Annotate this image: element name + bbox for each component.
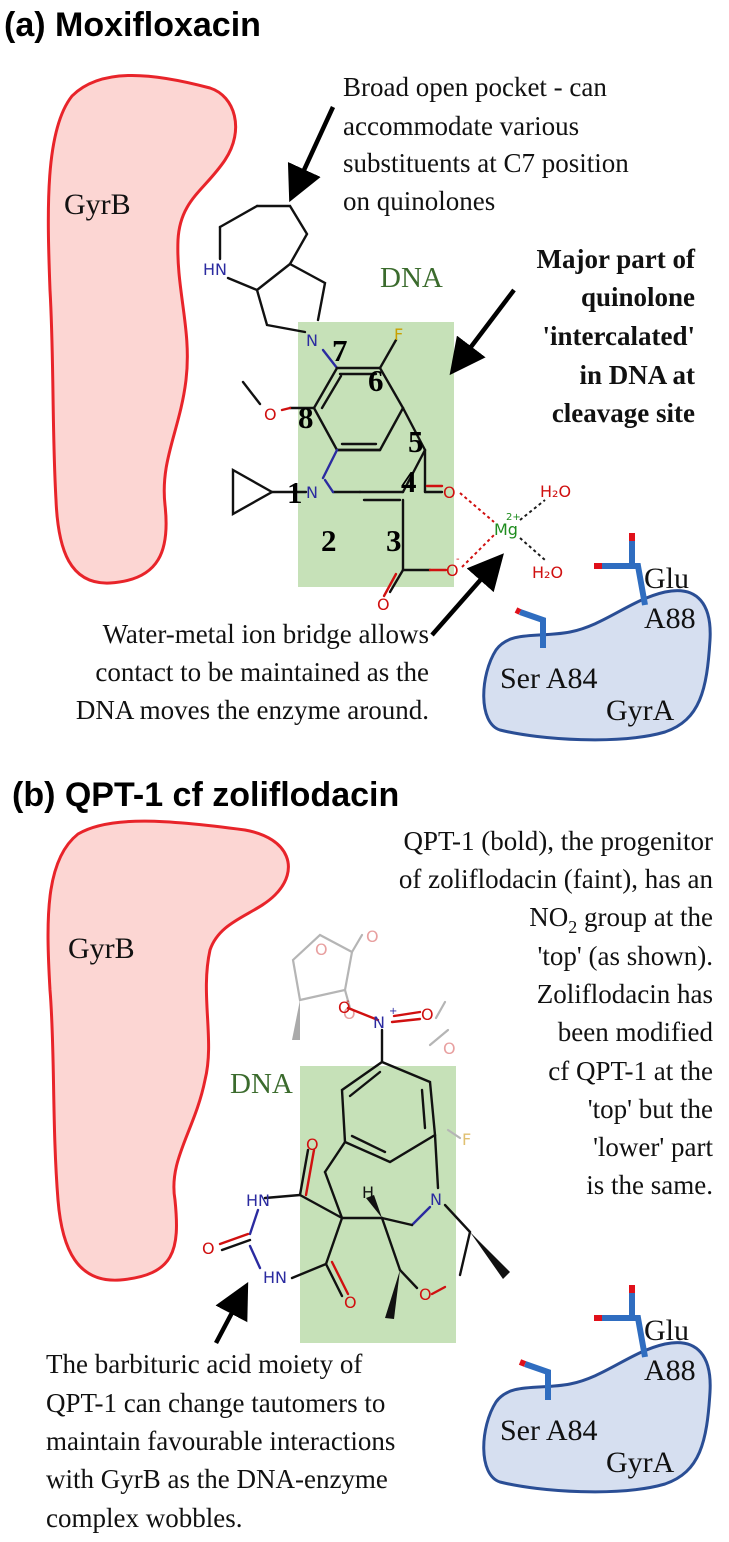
svg-text:complex wobbles.: complex wobbles. xyxy=(46,1503,242,1533)
atom-n1: N xyxy=(306,483,318,502)
faint-o2: O xyxy=(366,927,379,946)
dna-label-b: DNA xyxy=(230,1068,293,1100)
gyrb-label-a: GyrB xyxy=(64,188,131,221)
position-6: 6 xyxy=(368,363,384,398)
svg-text:contact to be maintained as th: contact to be maintained as the xyxy=(95,657,429,687)
gyra-b: Glu A88 Ser A84 GyrA xyxy=(482,1285,712,1494)
svg-text:'lower' part: 'lower' part xyxy=(593,1132,713,1162)
dna-box-b xyxy=(300,1066,456,1343)
gyrb-label-b: GyrB xyxy=(68,932,135,965)
gyra-a88-label-a: A88 xyxy=(644,602,696,635)
bridge-arrow xyxy=(430,553,504,637)
atom-water-2: H₂O xyxy=(532,563,563,582)
svg-text:'intercalated': 'intercalated' xyxy=(543,321,695,351)
atom-n-ring-b: N xyxy=(430,1190,442,1209)
atom-nitro-o2: O xyxy=(421,1005,434,1024)
qpt1-description: QPT-1 (bold), the progenitor of zoliflod… xyxy=(399,826,714,1200)
atom-hn-top: HN xyxy=(246,1191,270,1210)
svg-text:QPT-1 (bold), the progenitor: QPT-1 (bold), the progenitor xyxy=(404,826,713,856)
atom-o-methoxy: O xyxy=(264,405,277,424)
svg-text:quinolone: quinolone xyxy=(581,282,695,312)
position-3: 3 xyxy=(386,523,402,558)
atom-hn-bottom: HN xyxy=(263,1268,287,1287)
faint-f: F xyxy=(462,1130,471,1149)
position-7: 7 xyxy=(332,333,348,368)
gyra-label-a: GyrA xyxy=(606,694,675,727)
svg-text:on quinolones: on quinolones xyxy=(343,186,495,216)
atom-o-keto: O xyxy=(443,483,456,502)
atom-o-bottom: O xyxy=(344,1293,357,1312)
svg-text:in DNA at: in DNA at xyxy=(579,360,695,390)
atom-o-left: O xyxy=(202,1239,215,1258)
panel-a: (a) Moxifloxacin GyrB DNA Broad open poc… xyxy=(4,6,712,742)
atom-o-top: O xyxy=(306,1135,319,1154)
gyra-glu-label-b: Glu xyxy=(644,1314,689,1347)
dna-label-a: DNA xyxy=(380,262,443,294)
svg-text:Water-metal ion bridge allows: Water-metal ion bridge allows xyxy=(103,619,429,649)
atom-h: H xyxy=(362,1183,374,1202)
gyra-label-b: GyrA xyxy=(606,1446,675,1479)
atom-n-ring: N xyxy=(306,331,318,350)
svg-text:of zoliflodacin (faint), has a: of zoliflodacin (faint), has an xyxy=(399,864,714,894)
svg-text:The barbituric acid moiety of: The barbituric acid moiety of xyxy=(46,1349,362,1379)
svg-text:Zoliflodacin has: Zoliflodacin has xyxy=(537,979,713,1009)
svg-text:cf QPT-1 at the: cf QPT-1 at the xyxy=(548,1056,713,1086)
svg-text:substituents at C7 position: substituents at C7 position xyxy=(343,148,629,178)
atom-o-carboxylate: O xyxy=(446,561,459,580)
gyra-ser-label-a: Ser A84 xyxy=(500,662,598,695)
gyra-a: Glu A88 Ser A84 GyrA xyxy=(482,533,712,742)
svg-text:is the same.: is the same. xyxy=(586,1170,713,1200)
gyra-ser-label-b: Ser A84 xyxy=(500,1414,598,1447)
gyrb-shape-a xyxy=(46,73,238,585)
atom-mg: Mg xyxy=(494,520,518,539)
atom-nitro-n: N xyxy=(373,1013,385,1032)
intercalation-note: Major part of quinolone 'intercalated' i… xyxy=(537,244,696,428)
intercalation-arrow xyxy=(449,288,516,376)
atom-nh: HN xyxy=(203,260,227,279)
position-4: 4 xyxy=(401,464,417,499)
gyra-glu-label-a: Glu xyxy=(644,562,689,595)
atom-minus: - xyxy=(456,554,460,565)
gyrb-shape-b xyxy=(46,819,290,1282)
gyra-a88-label-b: A88 xyxy=(644,1354,696,1387)
atom-water-1: H₂O xyxy=(540,482,571,501)
atom-f: F xyxy=(394,325,403,344)
svg-text:NO2 group at the: NO2 group at the xyxy=(529,902,713,937)
svg-text:Broad open pocket - can: Broad open pocket - can xyxy=(343,72,607,102)
pocket-note: Broad open pocket - can accommodate vari… xyxy=(343,72,629,216)
bridge-note: Water-metal ion bridge allows contact to… xyxy=(76,619,429,725)
atom-nitro-plus: + xyxy=(389,1006,397,1017)
qpt1-structure: O O O O F N + O - O xyxy=(202,927,510,1319)
svg-text:DNA moves the enzyme around.: DNA moves the enzyme around. xyxy=(76,695,429,725)
svg-text:QPT-1 can change tautomers to: QPT-1 can change tautomers to xyxy=(46,1388,385,1418)
panel-a-title: (a) Moxifloxacin xyxy=(4,6,261,44)
pocket-arrow xyxy=(287,106,336,203)
position-5: 5 xyxy=(408,424,424,459)
position-1: 1 xyxy=(287,475,303,510)
svg-text:'top' (as shown).: 'top' (as shown). xyxy=(538,941,713,971)
atom-nitro-o1: O xyxy=(338,998,351,1017)
faint-o1: O xyxy=(315,940,328,959)
position-2: 2 xyxy=(321,523,337,558)
svg-text:maintain favourable interactio: maintain favourable interactions xyxy=(46,1426,395,1456)
svg-text:'top' but the: 'top' but the xyxy=(588,1094,713,1124)
dna-box-a xyxy=(298,322,454,587)
svg-text:accommodate various: accommodate various xyxy=(343,111,579,141)
atom-o-morph: O xyxy=(419,1285,432,1304)
panel-b-title: (b) QPT-1 cf zoliflodacin xyxy=(12,776,399,814)
atom-o-carbonyl: O xyxy=(377,595,390,614)
barbituric-arrow xyxy=(214,1282,249,1345)
moxifloxacin-structure: HN N N F O O O - O Mg 2+ H₂O H₂O 1 2 3 4… xyxy=(203,204,571,614)
svg-text:with GyrB as the DNA-enzyme: with GyrB as the DNA-enzyme xyxy=(46,1464,388,1494)
faint-o4: O xyxy=(443,1039,456,1058)
atom-mg-charge: 2+ xyxy=(506,512,521,523)
svg-text:cleavage site: cleavage site xyxy=(552,398,695,428)
svg-text:Major part of: Major part of xyxy=(537,244,696,274)
panel-b: (b) QPT-1 cf zoliflodacin GyrB DNA QPT-1… xyxy=(12,776,713,1533)
svg-text:been modified: been modified xyxy=(558,1017,714,1047)
barbituric-note: The barbituric acid moiety of QPT-1 can … xyxy=(46,1349,395,1533)
position-8: 8 xyxy=(298,400,314,435)
atom-nitro-minus: - xyxy=(346,996,350,1007)
